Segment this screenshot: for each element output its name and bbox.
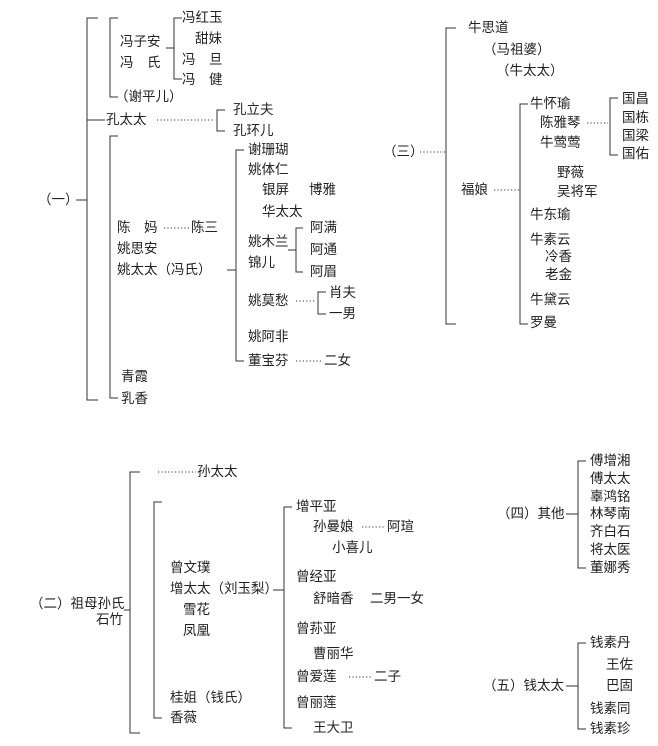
person-zeng-wenpu: 曾文璞 xyxy=(170,560,211,576)
person-feng-hongyu: 冯红玉 xyxy=(182,10,223,26)
person-zeng-pingya: 增平亚 xyxy=(296,499,337,515)
person-xie-shanhu: 谢珊瑚 xyxy=(248,142,289,158)
person-ernv: 二女 xyxy=(324,353,351,369)
person-zeng-sunya: 曾荪亚 xyxy=(296,621,337,637)
person-guodong: 国栋 xyxy=(622,110,649,126)
person-kong-huaner: 孔环儿 xyxy=(233,123,274,139)
person-niu-yingying: 牛莺莺 xyxy=(540,135,581,151)
person-shizhu: 石竹 xyxy=(96,612,123,628)
person-xie-pinger: （谢平儿） xyxy=(115,89,183,105)
person-aman: 阿满 xyxy=(310,220,337,236)
person-fu-zengxiang: 傅增湘 xyxy=(590,453,631,469)
person-guoliang: 国梁 xyxy=(622,128,649,144)
person-niu-qingyun: 牛黛云 xyxy=(530,292,571,308)
person-xuehua: 雪花 xyxy=(183,602,210,618)
person-wang-zuo: 王佐 xyxy=(606,657,633,673)
person-chen-ma: 陈 妈 xyxy=(117,220,158,236)
person-feng-shi: 冯 氏 xyxy=(120,55,161,71)
person-qingxia: 青霞 xyxy=(121,369,148,385)
section-3-label: （三） xyxy=(383,144,424,160)
person-jiang-taiyi: 将太医 xyxy=(590,542,631,558)
person-yao-tiren: 姚体仁 xyxy=(248,162,289,178)
person-dong-baofen: 董宝芬 xyxy=(248,353,289,369)
person-fenghuang: 凤凰 xyxy=(183,623,210,639)
section-1-label: （一） xyxy=(38,192,79,208)
person-axuan-1: 阿眉 xyxy=(310,264,337,280)
person-boya: 博雅 xyxy=(309,182,336,198)
person-qian-sutong: 钱素同 xyxy=(590,701,631,717)
person-guijie: 桂姐（钱氏） xyxy=(170,690,251,706)
person-lengxiang: 冷香 xyxy=(545,249,572,265)
person-guoyou: 国佑 xyxy=(622,146,649,162)
person-zeng-jingya: 曾经亚 xyxy=(296,569,337,585)
person-ba-zhou: 巴固 xyxy=(606,678,633,694)
person-hua-taitai: 华太太 xyxy=(262,204,303,220)
person-yao-sian: 姚思安 xyxy=(117,241,158,257)
person-xiaofu: 肖夫 xyxy=(329,285,356,301)
person-sun-manniang: 孙曼娘 xyxy=(313,519,354,535)
person-xiangwei: 香薇 xyxy=(170,710,197,726)
person-cao-lihua: 曹丽华 xyxy=(313,646,354,662)
person-zeng-ailian: 曾爱莲 xyxy=(296,669,337,685)
person-funiang: 福娘 xyxy=(461,182,488,198)
person-yao-mulan: 姚木兰 xyxy=(248,234,289,250)
person-niu-sidao: 牛思道 xyxy=(468,20,509,36)
person-gu-hongming: 辜鸿铭 xyxy=(590,489,631,505)
person-yao-mochou: 姚莫愁 xyxy=(248,293,289,309)
person-erzi: 二子 xyxy=(374,669,401,685)
person-zeng-taitai: 增太太（刘玉梨） xyxy=(170,581,278,597)
person-qian-sudan: 钱素丹 xyxy=(590,635,631,651)
person-niu-suyun: 牛素云 xyxy=(530,232,571,248)
person-kong-taitai: 孔太太 xyxy=(106,112,147,128)
section-2-label: （二）祖母孙氏 xyxy=(30,596,125,612)
person-zeng-lilian: 曾丽莲 xyxy=(296,695,337,711)
section-5-label: （五）钱太太 xyxy=(483,678,564,694)
person-lin-qinnan: 林琴南 xyxy=(590,506,631,522)
person-dong-naxiu: 董娜秀 xyxy=(590,560,631,576)
person-chen-san: 陈三 xyxy=(191,220,218,236)
person-kong-lifu: 孔立夫 xyxy=(233,102,274,118)
person-ma-zupo: （马祖婆） xyxy=(483,42,551,58)
person-wang-dawei: 王大卫 xyxy=(313,720,354,736)
person-qian-suzhen: 钱素珍 xyxy=(590,721,631,737)
person-feng-jian: 冯 健 xyxy=(182,72,223,88)
person-yewei: 野薇 xyxy=(557,165,584,181)
person-niu-taitai: （牛太太） xyxy=(496,63,564,79)
section-4-label: （四）其他 xyxy=(497,506,565,522)
person-wu-jiangjun: 吴将军 xyxy=(557,184,598,200)
person-laojin: 老金 xyxy=(545,267,572,283)
person-sun-taitai: 孙太太 xyxy=(197,464,238,480)
person-chen-yaqin: 陈雅琴 xyxy=(540,115,581,131)
person-jinger: 锦儿 xyxy=(248,255,275,271)
person-qi-baishi: 齐白石 xyxy=(590,524,631,540)
person-guochang: 国昌 xyxy=(622,91,649,107)
person-tianmei: 甜妹 xyxy=(195,31,222,47)
person-niu-dongyu: 牛东瑜 xyxy=(530,207,571,223)
person-atong: 阿通 xyxy=(310,242,337,258)
person-ernan-yinv: 二男一女 xyxy=(370,591,424,607)
person-niu-huaiyu: 牛怀瑜 xyxy=(530,96,571,112)
person-yinping: 银屏 xyxy=(262,182,289,198)
person-yinan: 一男 xyxy=(329,306,356,322)
person-axuan-2: 阿瑄 xyxy=(387,519,414,535)
person-fu-taitai: 傅太太 xyxy=(590,471,631,487)
person-ruxiang: 乳香 xyxy=(121,391,148,407)
person-luoman: 罗曼 xyxy=(530,315,557,331)
person-feng-dan: 冯 旦 xyxy=(182,52,223,68)
person-xiaoxier: 小喜儿 xyxy=(332,540,373,556)
person-yao-taitai: 姚太太（冯氏） xyxy=(117,262,212,278)
person-shu-xiangxiang: 舒暗香 xyxy=(313,591,354,607)
person-yao-afei: 姚阿非 xyxy=(248,329,289,345)
person-feng-zian: 冯子安 xyxy=(120,34,161,50)
